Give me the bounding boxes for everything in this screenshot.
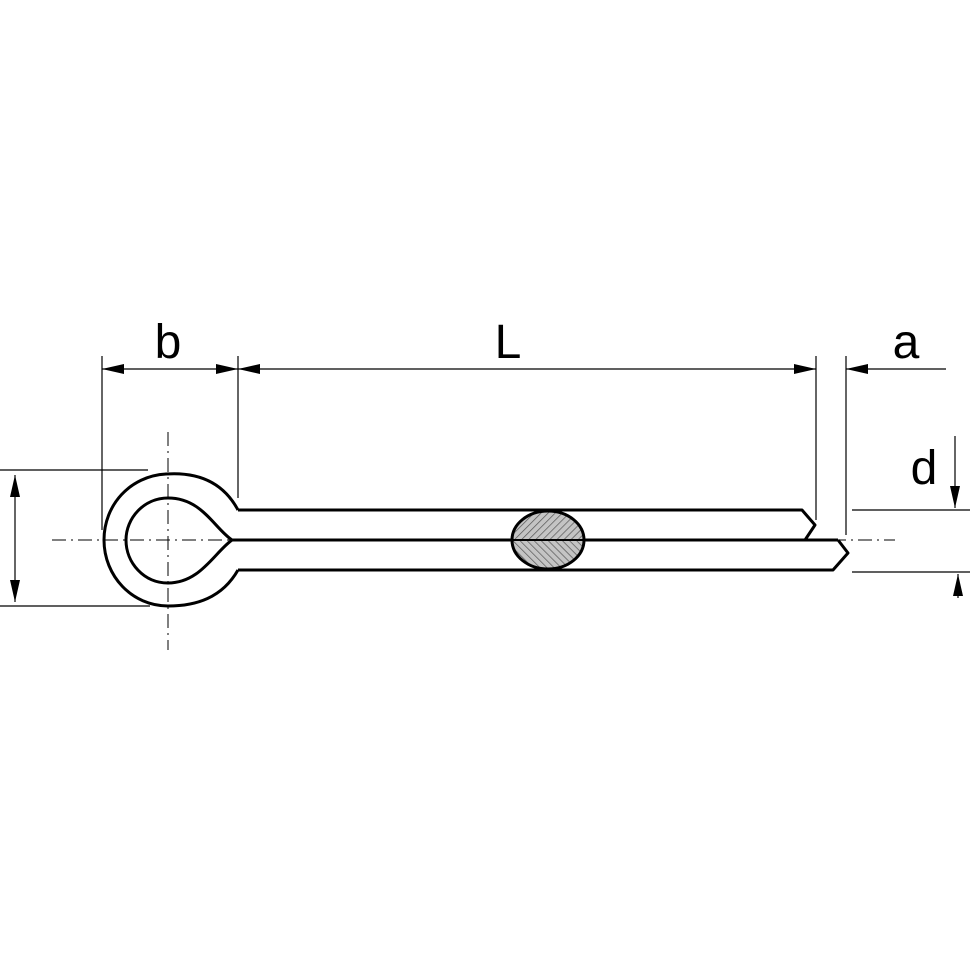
dim-label-d: d	[911, 442, 938, 495]
dim-l-arrow-left	[238, 364, 260, 374]
dim-l-arrow-right	[794, 364, 816, 374]
cross-section	[510, 509, 586, 571]
eye-inner-hole	[124, 496, 234, 585]
dim-label-l: L	[495, 316, 522, 369]
dimension-labels: b L a d	[155, 316, 938, 495]
dimension-lines	[10, 364, 963, 602]
dim-d-arrow-bottom	[953, 574, 963, 596]
dim-eye-height-arrow-top	[10, 475, 20, 497]
dim-label-a: a	[893, 316, 920, 369]
dim-label-b: b	[155, 316, 182, 369]
dim-a-arrow	[846, 364, 868, 374]
dim-b-arrow-left	[102, 364, 124, 374]
eye-outer-contour	[102, 472, 240, 608]
upper-leg	[238, 508, 817, 541]
lower-leg	[238, 539, 850, 572]
extension-lines	[0, 356, 970, 607]
dim-eye-height-arrow-bottom	[10, 580, 20, 602]
dim-b-arrow-right	[216, 364, 238, 374]
dim-d-arrow-top	[950, 486, 960, 508]
